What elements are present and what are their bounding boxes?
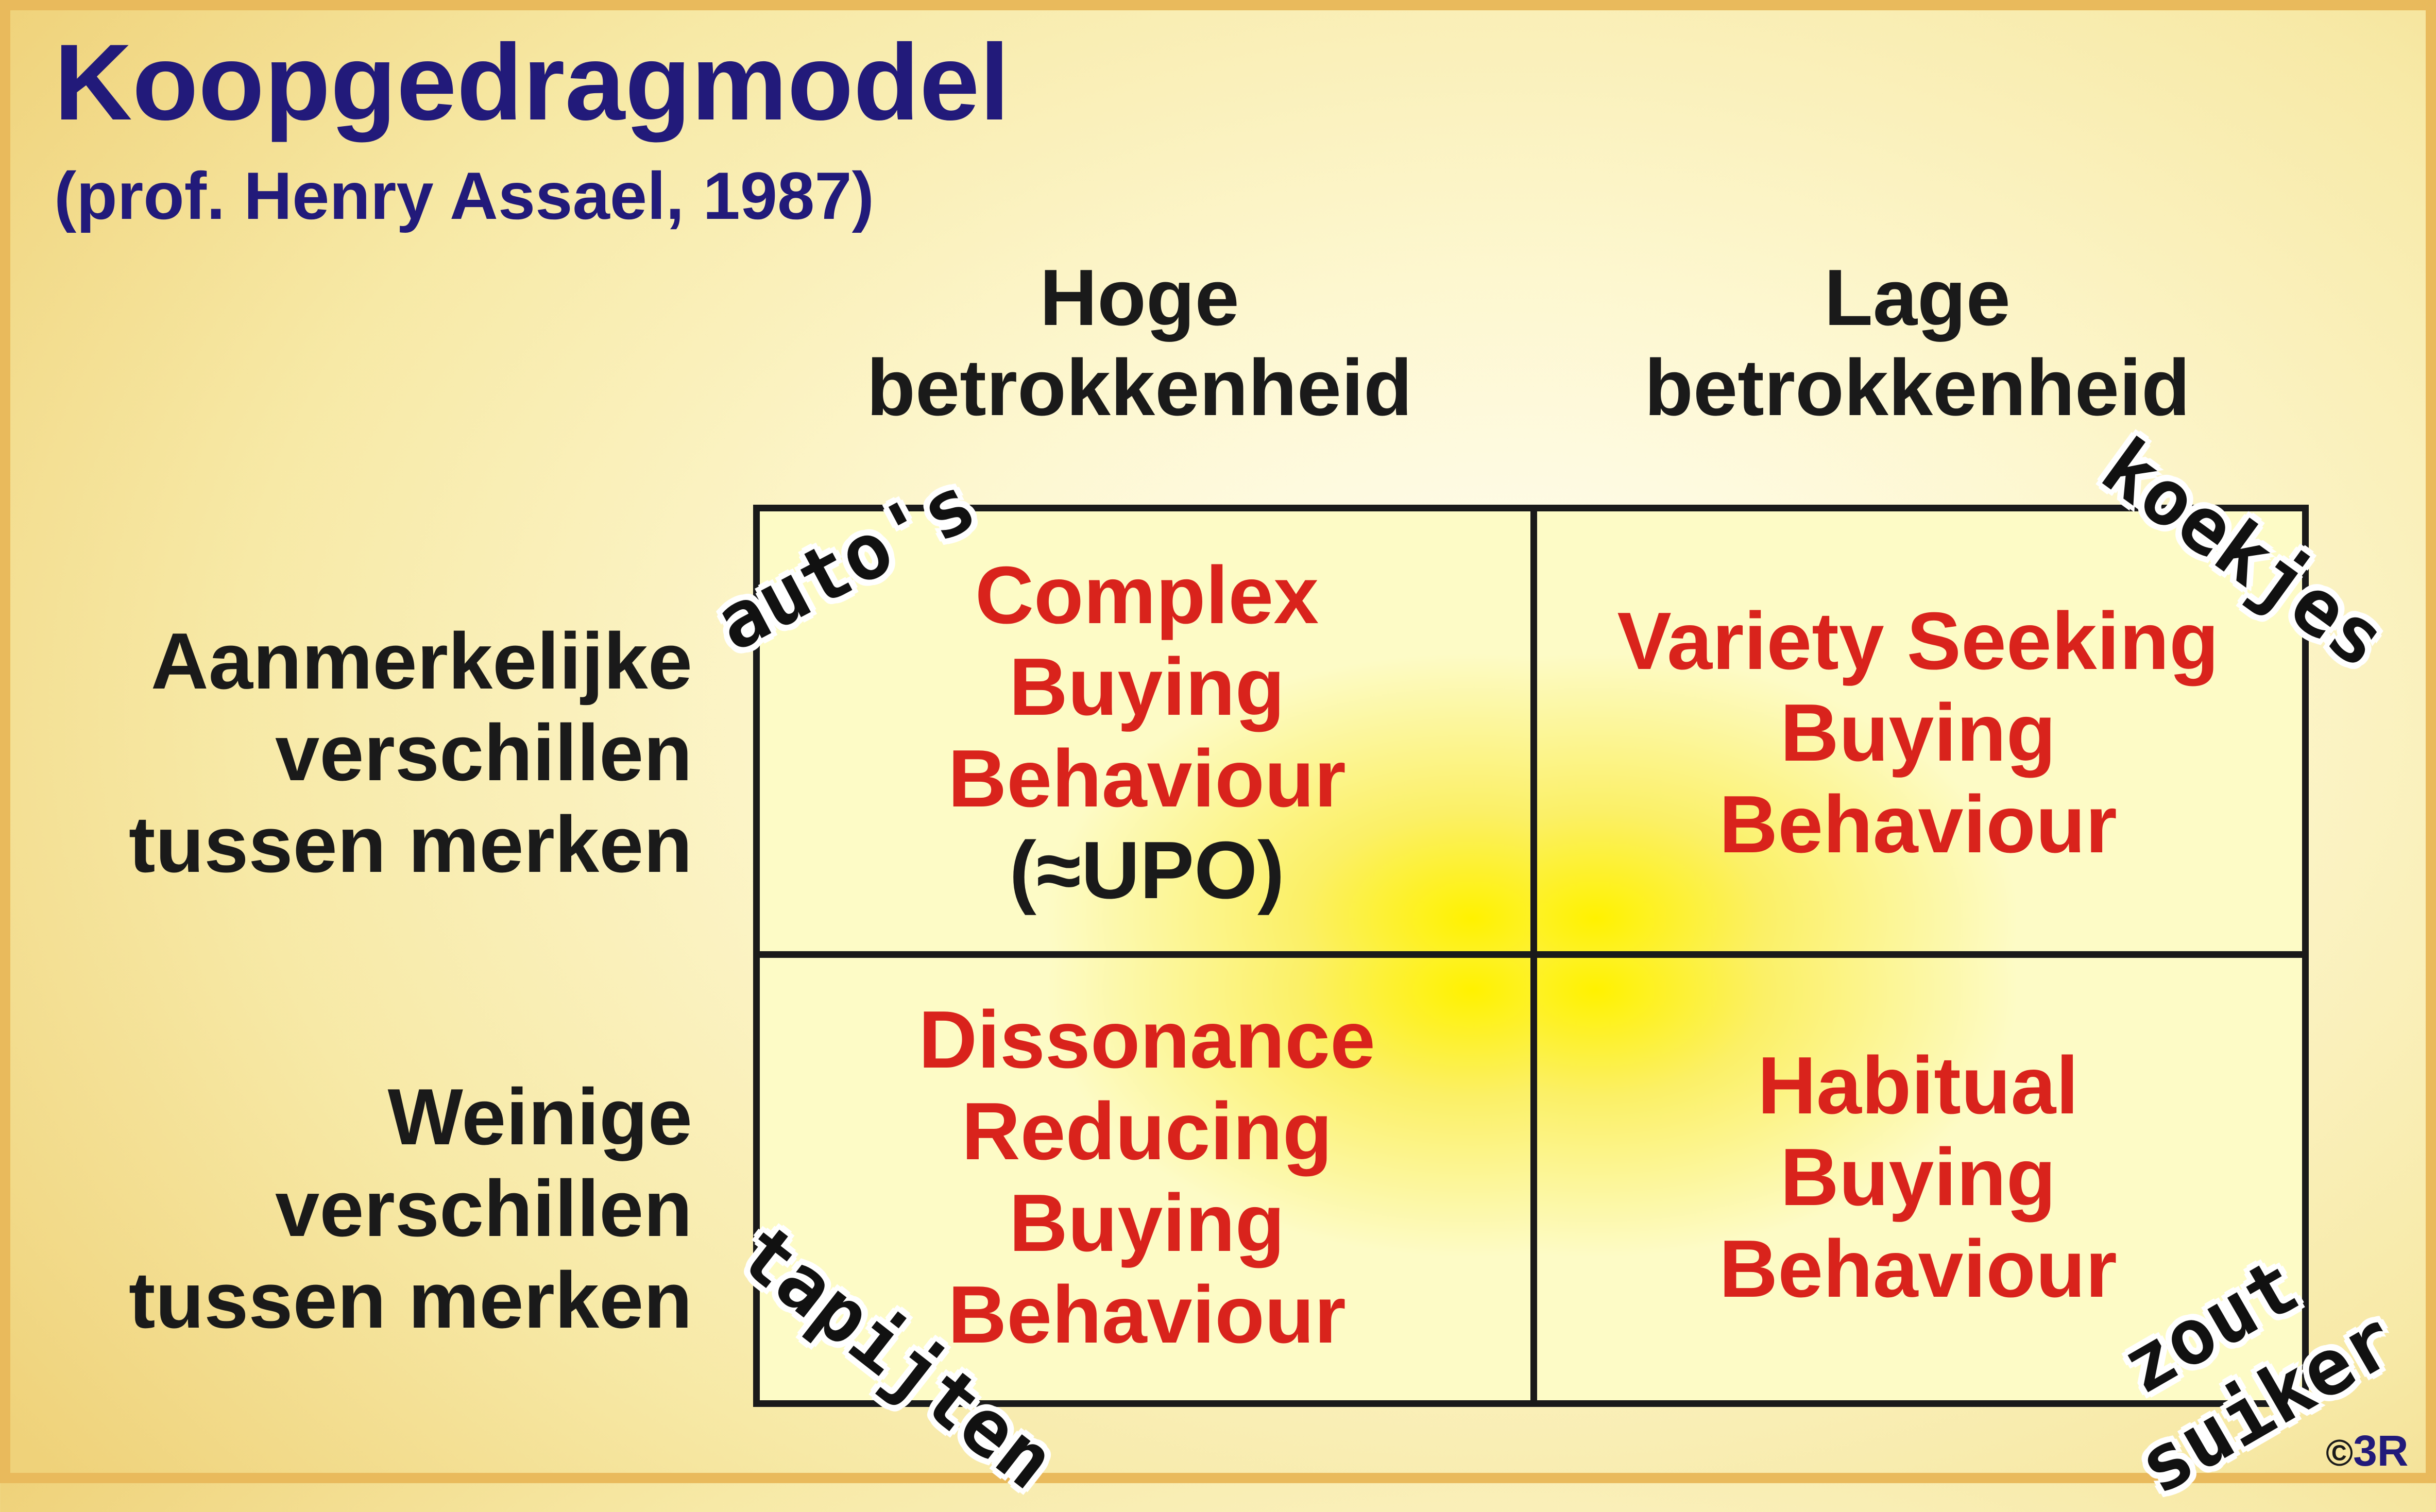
- cell-dissonance-reducing-buying-behaviour: Dissonance Reducing Buying Behaviour: [760, 954, 1534, 1400]
- cell-text: Reducing: [961, 1086, 1333, 1177]
- page-title: Koopgedragmodel: [54, 22, 1010, 143]
- cell-text: Buying: [1009, 642, 1285, 732]
- cell-text: Buying: [1780, 1132, 2056, 1223]
- row-header-line: tussen merken: [128, 1256, 692, 1345]
- grid-horizontal-divider: [760, 951, 2302, 958]
- column-header-line: betrokkenheid: [1644, 343, 2190, 432]
- cell-text: Dissonance: [918, 994, 1375, 1085]
- cell-text: Buying: [1780, 688, 2056, 778]
- cell-text: Buying: [1009, 1178, 1285, 1268]
- row-header-line: verschillen: [275, 1164, 692, 1253]
- brand-logo: 3R: [2353, 1427, 2409, 1475]
- copyright-symbol: ©: [2326, 1433, 2354, 1474]
- column-header-line: Lage: [1824, 253, 2011, 342]
- row-header-line: verschillen: [275, 708, 692, 797]
- cell-text: Behaviour: [1719, 779, 2117, 870]
- cell-text: Variety Seeking: [1617, 596, 2219, 686]
- cell-text: Behaviour: [948, 733, 1346, 824]
- column-header-high-involvement: Hoge betrokkenheid: [753, 252, 1526, 433]
- cell-text: Behaviour: [1719, 1224, 2117, 1314]
- column-header-low-involvement: Lage betrokkenheid: [1531, 252, 2304, 433]
- cell-complex-buying-behaviour: Complex Buying Behaviour (≈UPO): [760, 511, 1534, 954]
- row-header-few-differences: Weinige verschillen tussen merken: [0, 1071, 692, 1346]
- page-subtitle: (prof. Henry Assael, 1987): [54, 158, 874, 233]
- copyright-mark: ©3R: [2326, 1429, 2408, 1472]
- row-header-significant-differences: Aanmerkelijke verschillen tussen merken: [0, 615, 692, 890]
- column-header-line: Hoge: [1040, 253, 1239, 342]
- row-header-line: tussen merken: [128, 800, 692, 889]
- cell-text: Habitual: [1757, 1040, 2079, 1131]
- cell-text: Behaviour: [948, 1269, 1346, 1360]
- column-header-line: betrokkenheid: [866, 343, 1412, 432]
- behaviour-matrix: Complex Buying Behaviour (≈UPO) Variety …: [753, 505, 2309, 1407]
- cell-note-upo: (≈UPO): [1009, 825, 1285, 916]
- row-header-line: Weinige: [387, 1072, 692, 1161]
- cell-habitual-buying-behaviour: Habitual Buying Behaviour: [1534, 954, 2302, 1400]
- cell-variety-seeking-buying-behaviour: Variety Seeking Buying Behaviour: [1534, 511, 2302, 954]
- row-header-line: Aanmerkelijke: [150, 616, 692, 706]
- cell-text: Complex: [975, 550, 1319, 641]
